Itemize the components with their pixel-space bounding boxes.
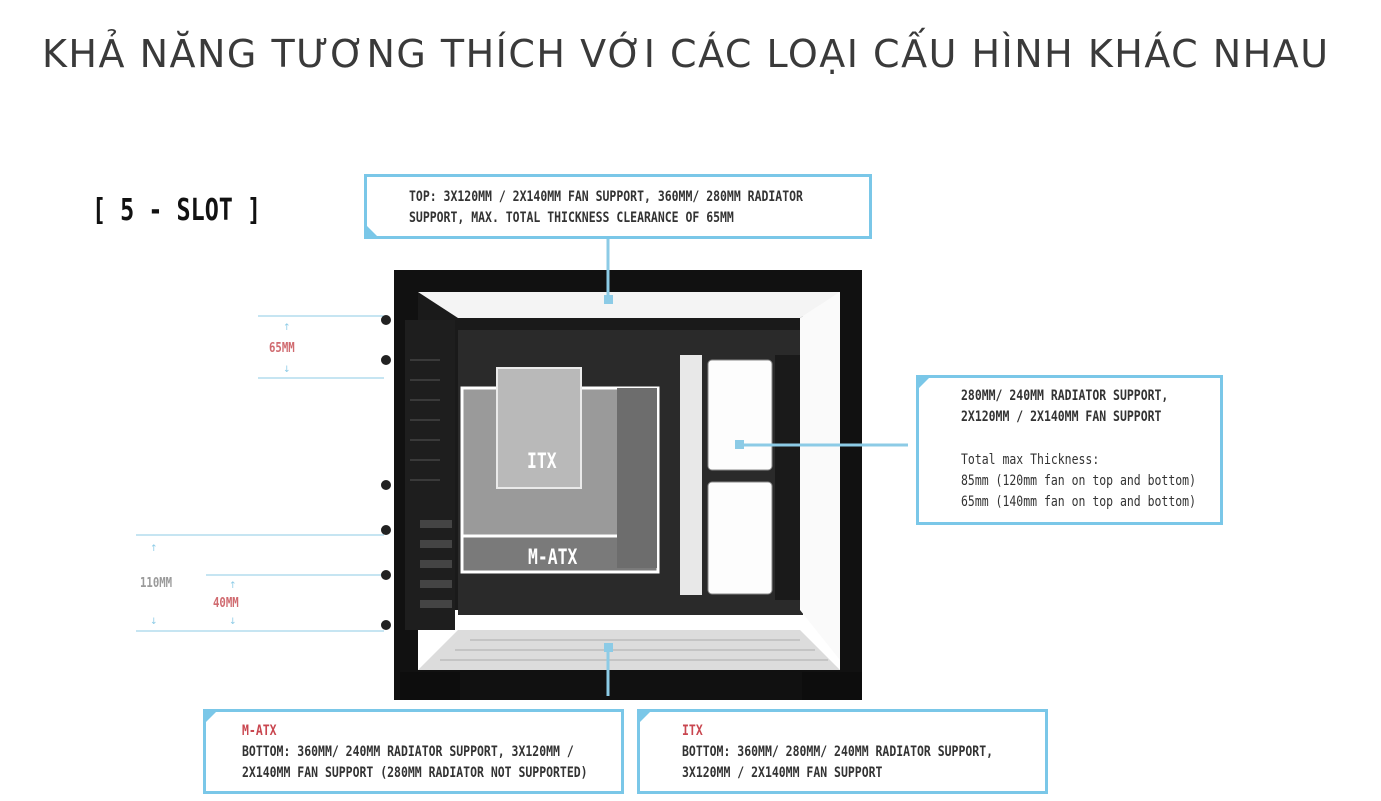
callout-top-line2: SUPPORT, MAX. TOTAL THICKNESS CLEARANCE … bbox=[409, 210, 734, 226]
callout-itx: ITX BOTTOM: 360MM/ 280MM/ 240MM RADIATOR… bbox=[637, 709, 1048, 794]
svg-text:↑: ↑ bbox=[229, 581, 237, 591]
callout-matx-heading: M-ATX bbox=[242, 723, 277, 739]
callout-matx-line2: 2X140MM FAN SUPPORT (280MM RADIATOR NOT … bbox=[242, 765, 588, 781]
slot-label: [ 5 - SLOT ] bbox=[92, 193, 262, 228]
callout-itx-line1: BOTTOM: 360MM/ 280MM/ 240MM RADIATOR SUP… bbox=[682, 744, 994, 760]
callout-corner bbox=[916, 375, 932, 391]
callout-matx: M-ATX BOTTOM: 360MM/ 240MM RADIATOR SUPP… bbox=[203, 709, 624, 794]
callout-corner bbox=[203, 709, 219, 725]
bottom-total-measure: 110MM bbox=[140, 576, 173, 591]
itx-board-label: ITX bbox=[527, 449, 557, 473]
measurement-arrows: ↑ ↓ ↑ ↓ ↑ ↓ bbox=[150, 323, 291, 627]
callout-corner bbox=[364, 223, 380, 239]
callout-side-note-line1: 85mm (120mm fan on top and bottom) bbox=[961, 473, 1196, 489]
top-clearance-measure: 65MM bbox=[269, 341, 295, 356]
callout-side: 280MM/ 240MM RADIATOR SUPPORT, 2X120MM /… bbox=[916, 375, 1223, 525]
pc-case bbox=[381, 270, 862, 700]
callout-itx-heading: ITX bbox=[682, 723, 703, 739]
callout-corner bbox=[637, 709, 653, 725]
svg-text:↓: ↓ bbox=[229, 617, 237, 627]
callout-matx-line1: BOTTOM: 360MM/ 240MM RADIATOR SUPPORT, 3… bbox=[242, 744, 574, 760]
callout-top-line1: TOP: 3X120MM / 2X140MM FAN SUPPORT, 360M… bbox=[409, 189, 803, 205]
callout-side-note-title: Total max Thickness: bbox=[961, 452, 1100, 468]
bottom-clearance-measure: 40MM bbox=[213, 596, 239, 611]
callout-side-line2: 2X120MM / 2X140MM FAN SUPPORT bbox=[961, 409, 1162, 425]
leader-lines bbox=[606, 238, 908, 696]
callout-itx-line2: 3X120MM / 2X140MM FAN SUPPORT bbox=[682, 765, 883, 781]
callout-side-note-line2: 65mm (140mm fan on top and bottom) bbox=[961, 494, 1196, 510]
page-title: KHẢ NĂNG TƯƠNG THÍCH VỚI CÁC LOẠI CẤU HÌ… bbox=[42, 32, 1330, 76]
svg-text:↓: ↓ bbox=[283, 365, 291, 375]
matx-board-label: M-ATX bbox=[528, 545, 578, 569]
callout-top: TOP: 3X120MM / 2X140MM FAN SUPPORT, 360M… bbox=[364, 174, 872, 239]
measurement-guides bbox=[136, 315, 384, 632]
callout-side-line1: 280MM/ 240MM RADIATOR SUPPORT, bbox=[961, 388, 1169, 404]
svg-text:↑: ↑ bbox=[283, 323, 291, 333]
svg-text:↓: ↓ bbox=[150, 617, 158, 627]
svg-text:↑: ↑ bbox=[150, 544, 158, 554]
